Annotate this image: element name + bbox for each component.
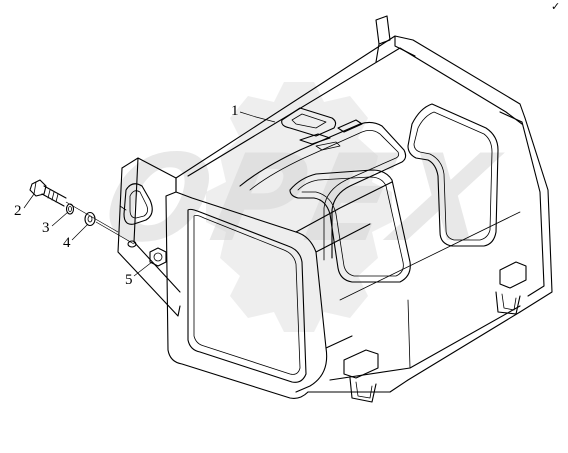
callout-4: 4 [63,223,89,251]
callout-label-5: 5 [125,272,133,288]
assembly-centerline [65,201,135,245]
callout-3: 3 [42,211,69,236]
part-5-nut [149,247,167,267]
callout-2: 2 [14,193,35,219]
callout-1: 1 [231,103,276,123]
corner-check-mark: ✓ [551,1,560,13]
part-1-cover-box [165,15,553,403]
callout-label-3: 3 [42,220,50,236]
latch-lower-right [495,261,527,315]
part-2-bolt [29,179,67,207]
callout-label-1: 1 [231,103,239,119]
watermark-logo: OPEX [93,82,511,332]
callout-5: 5 [125,261,153,288]
mounting-bracket-left [117,157,181,317]
part-4-flat-washer [84,211,96,227]
callout-label-4: 4 [63,235,71,251]
callout-label-2: 2 [14,203,22,219]
latch-lower-left [343,349,379,403]
